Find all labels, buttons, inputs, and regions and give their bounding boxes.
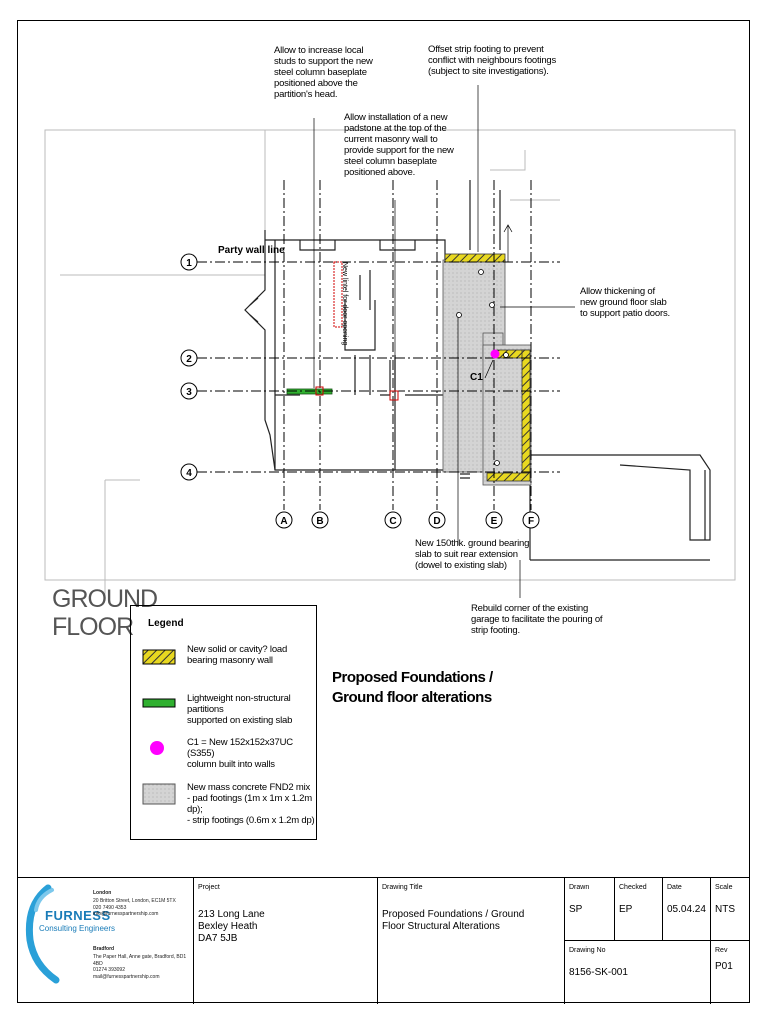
drawing-number-label: Drawing No [569, 947, 606, 954]
legend-item-partition: Lightweight non-structural partitions su… [187, 693, 293, 726]
drawing-title-value: Proposed Foundations / Ground Floor Stru… [382, 909, 525, 932]
scale-value: NTS [715, 904, 735, 915]
bradford-office-heading: Bradford [93, 946, 115, 952]
company-cell: FURNESS Consulting Engineers London 20 B… [17, 878, 193, 1004]
drawing-number-value: 8156-SK-001 [569, 967, 628, 978]
note-slab-thickening: Allow thickening of new ground floor sla… [580, 286, 670, 319]
new-concrete-areas [442, 259, 532, 486]
padstone-markers [315, 386, 399, 401]
note-padstone: Allow installation of a new padstone at … [344, 112, 454, 178]
legend-title: Legend [148, 618, 184, 629]
grid-col-label: A [280, 516, 287, 527]
company-logo [25, 884, 60, 984]
note-ground-slab: New 150thk. ground bearing slab to suit … [415, 538, 530, 571]
door-opening-note: New lintel for door opening [341, 262, 348, 345]
drawing-title-label: Drawing Title [382, 884, 423, 891]
legend-item-masonry: New solid or cavity? load bearing masonr… [187, 644, 288, 666]
bradford-office-details: The Paper Hall, Anne gate, Bradford, BD1… [93, 954, 187, 980]
drawing-sheet [17, 20, 750, 1003]
gridlines [197, 180, 560, 510]
date-cell: Date 05.04.24 [662, 878, 710, 940]
door-lintel [333, 261, 343, 328]
legend-swatches [142, 649, 176, 805]
date-value: 05.04.24 [667, 904, 706, 915]
grid-bubbles-cols [275, 511, 540, 529]
grid-col-label: E [491, 516, 498, 527]
london-office-heading: London [93, 890, 112, 896]
checked-label: Checked [619, 884, 647, 891]
grid-col-label: C [389, 516, 396, 527]
drawn-value: SP [569, 904, 583, 915]
note-offset-strip-footing: Offset strip footing to prevent conflict… [428, 44, 557, 77]
company-subtitle: Consulting Engineers [39, 924, 116, 933]
drawing-heading: Proposed Foundations / Ground floor alte… [332, 669, 493, 706]
grid-col-label: F [528, 516, 534, 527]
company-name: FURNESS [45, 908, 111, 923]
project-label: Project [198, 884, 220, 891]
column-tag: C1 [470, 372, 483, 383]
revision-label: Rev [715, 947, 728, 954]
party-wall-label: Party wall line [218, 245, 285, 256]
grid-row-label: 4 [186, 468, 192, 479]
reference-dots [456, 269, 509, 466]
drawn-label: Drawn [569, 884, 590, 891]
london-office-details: 20 Britton Street, London, EC1M 5TX 020 … [93, 898, 176, 917]
grid-col-label: D [433, 516, 440, 527]
drawing-number-cell: Drawing No 8156-SK-001 [564, 940, 710, 1004]
scale-cell: Scale NTS [710, 878, 750, 940]
checked-value: EP [619, 904, 633, 915]
column-c1-marker [490, 349, 500, 359]
grid-row-label: 3 [186, 387, 192, 398]
title-block: FURNESS Consulting Engineers London 20 B… [17, 877, 750, 1004]
revision-cell: Rev P01 [710, 940, 750, 1004]
grid-row-label: 2 [186, 354, 192, 365]
drawn-cell: Drawn SP [564, 878, 614, 940]
grid-row-label: 1 [186, 258, 192, 269]
checked-cell: Checked EP [614, 878, 662, 940]
drawing-title-cell: Drawing Title Proposed Foundations / Gro… [377, 878, 564, 1004]
grid-bubbles-rows [180, 253, 198, 481]
date-label: Date [667, 884, 682, 891]
legend-item-column: C1 = New 152x152x37UC (S355) column buil… [187, 737, 293, 770]
floor-label: GROUND FLOOR [52, 585, 158, 641]
note-garage-corner: Rebuild corner of the existing garage to… [471, 603, 603, 636]
note-studs: Allow to increase local studs to support… [274, 45, 373, 100]
leader-lines [313, 85, 575, 598]
project-value: 213 Long Lane Bexley Heath DA7 5JB [198, 909, 265, 944]
legend-item-concrete: New mass concrete FND2 mix - pad footing… [187, 782, 315, 826]
grid-col-label: B [316, 516, 323, 527]
legend-box: Legend New solid or cavity? load bearing… [130, 605, 317, 840]
project-cell: Project 213 Long Lane Bexley Heath DA7 5… [193, 878, 377, 1004]
scale-label: Scale [715, 884, 733, 891]
revision-value: P01 [715, 961, 733, 972]
